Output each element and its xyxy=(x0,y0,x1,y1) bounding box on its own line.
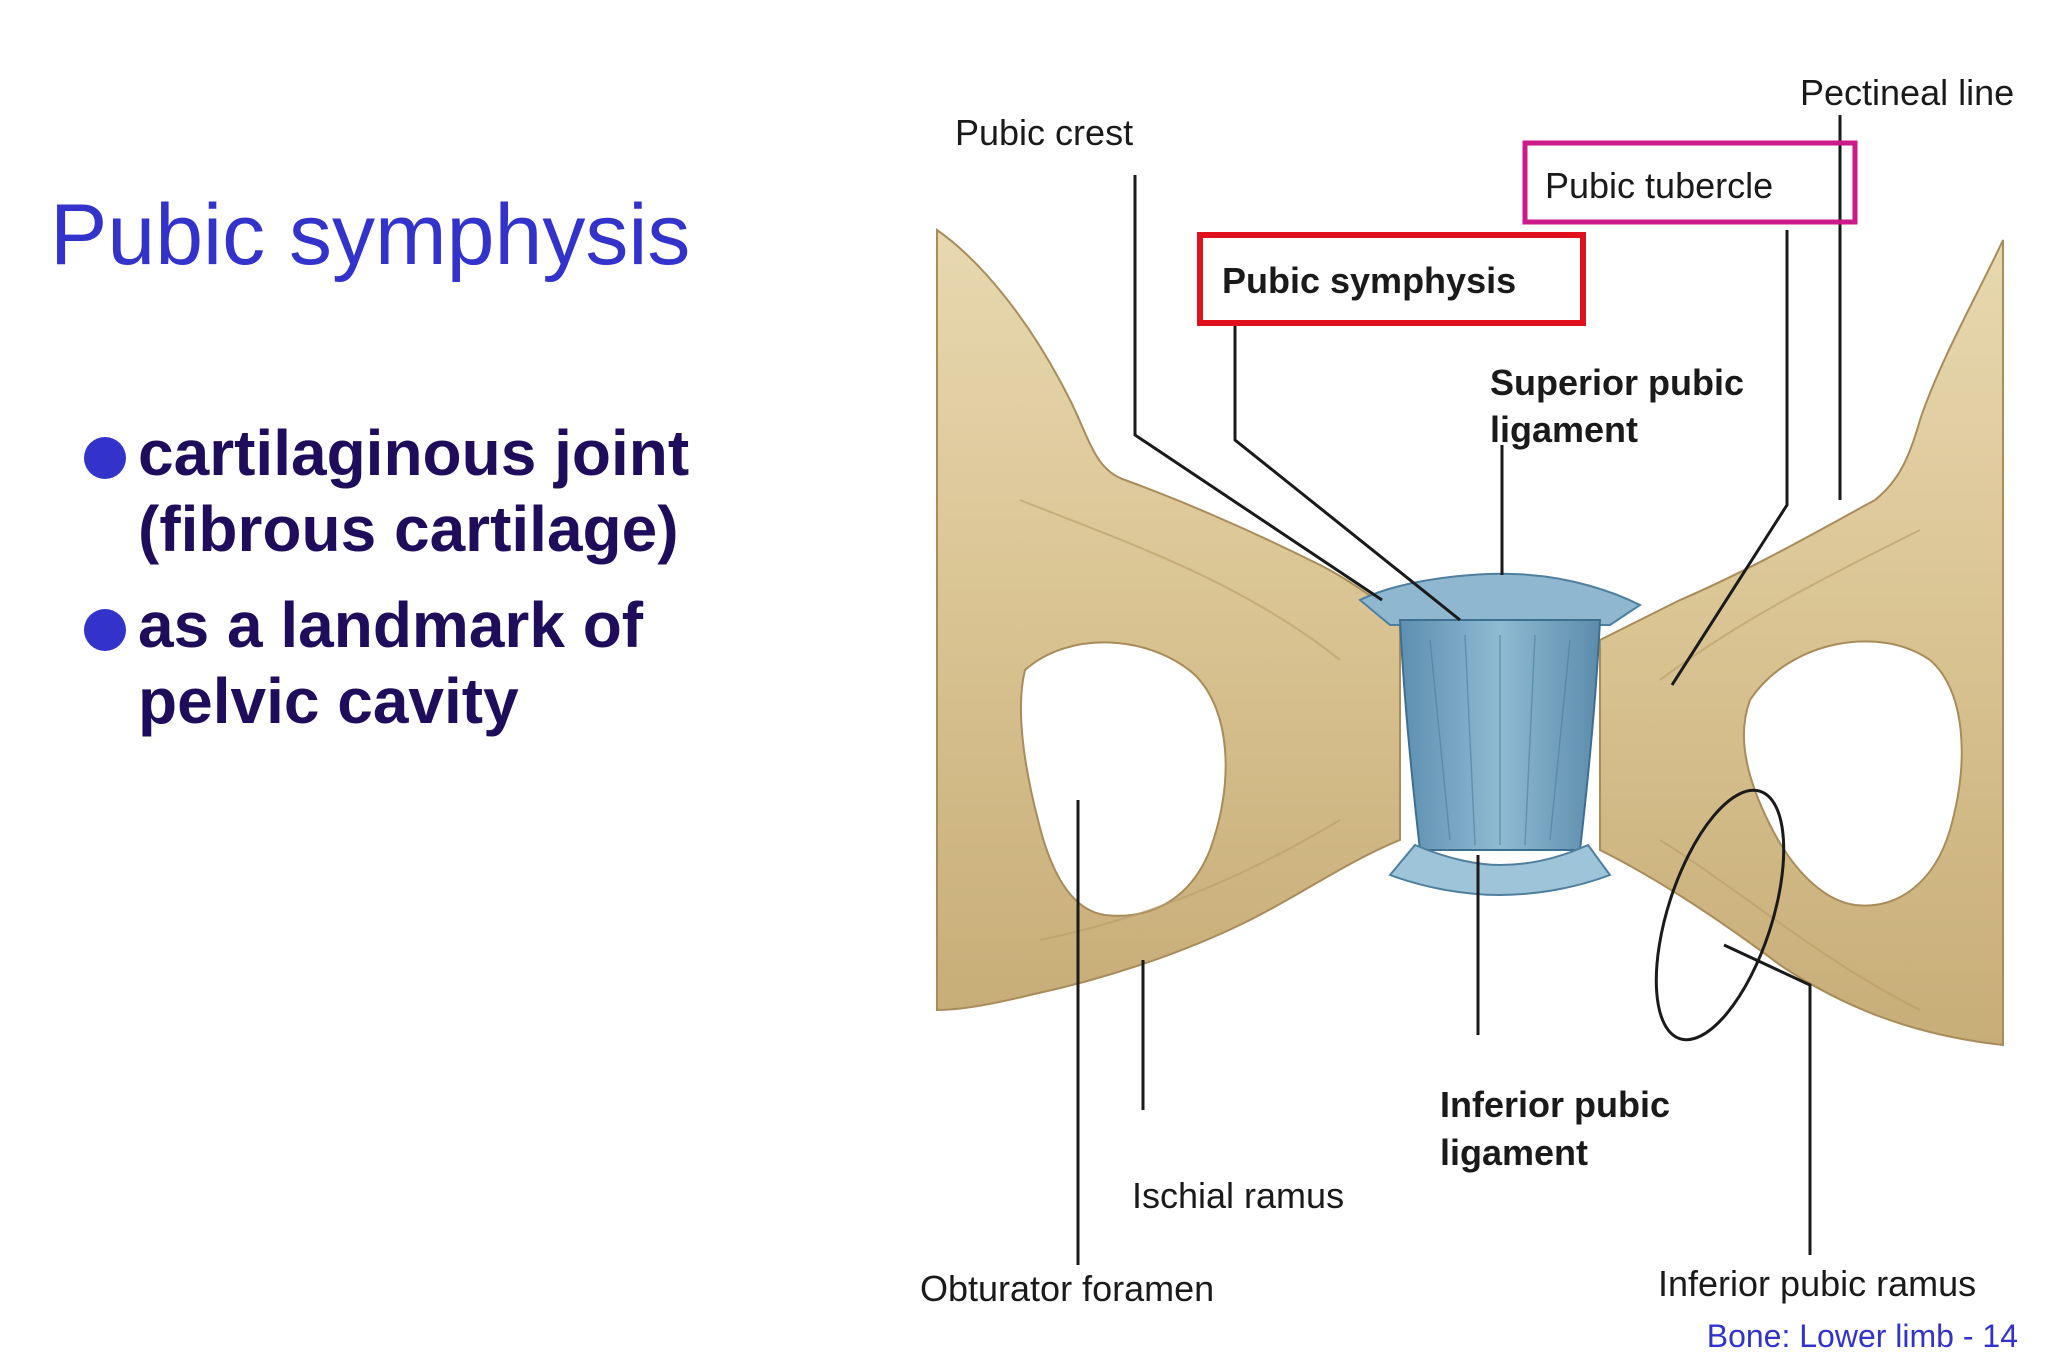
bullet-text-line: pelvic cavity xyxy=(138,665,519,737)
right-obturator-foramen xyxy=(1742,640,1963,907)
label-inferior-pubic-ligament-line1: Inferior pubic xyxy=(1440,1084,1670,1125)
slide-footer: Bone: Lower limb - 14 xyxy=(1706,1318,2018,1354)
cartilage-fibers xyxy=(1429,634,1571,846)
pelvis-illustration: Pubic crest Pectineal line Pubic tubercl… xyxy=(920,72,2014,1309)
label-inferior-pubic-ligament-line2: ligament xyxy=(1440,1132,1588,1173)
label-ischial-ramus: Ischial ramus xyxy=(1132,1175,1344,1216)
label-pubic-crest: Pubic crest xyxy=(955,112,1133,153)
bullet-item: as a landmark of pelvic cavity xyxy=(80,587,840,739)
pubic-tubercle-highlight-box xyxy=(1522,140,1858,225)
leader-lines xyxy=(1076,115,1842,1265)
bullet-text-line: (fibrous cartilage) xyxy=(138,493,679,565)
bullet-dot-icon xyxy=(84,437,126,479)
label-superior-pubic-ligament-line2: ligament xyxy=(1490,409,1638,450)
bullet-text-line: as a landmark of xyxy=(138,589,644,661)
bullet-dot-icon xyxy=(84,609,126,651)
pubic-symphysis-highlight-box xyxy=(1197,232,1586,326)
bullet-text-line: cartilaginous joint xyxy=(138,417,690,489)
left-obturator-foramen xyxy=(1019,641,1227,917)
slide-title: Pubic symphysis xyxy=(50,187,691,283)
ischial-ramus-highlight-outline xyxy=(1654,788,1786,1042)
right-pubic-bone xyxy=(1599,239,2004,1047)
label-pubic-symphysis: Pubic symphysis xyxy=(1222,260,1516,301)
superior-pubic-ligament xyxy=(1358,572,1642,626)
label-inferior-pubic-ramus: Inferior pubic ramus xyxy=(1658,1263,1976,1304)
label-pectineal-line: Pectineal line xyxy=(1800,72,2014,113)
label-superior-pubic-ligament-line1: Superior pubic xyxy=(1490,362,1744,403)
bullet-list: cartilaginous joint (fibrous cartilage) … xyxy=(80,415,840,759)
label-pubic-tubercle: Pubic tubercle xyxy=(1545,165,1773,206)
pelvis-anatomy-figure: Pubic crest Pectineal line Pubic tubercl… xyxy=(920,60,2048,1310)
inferior-pubic-ligament xyxy=(1388,843,1612,897)
label-obturator-foramen: Obturator foramen xyxy=(920,1268,1214,1309)
bullet-item: cartilaginous joint (fibrous cartilage) xyxy=(80,415,840,567)
